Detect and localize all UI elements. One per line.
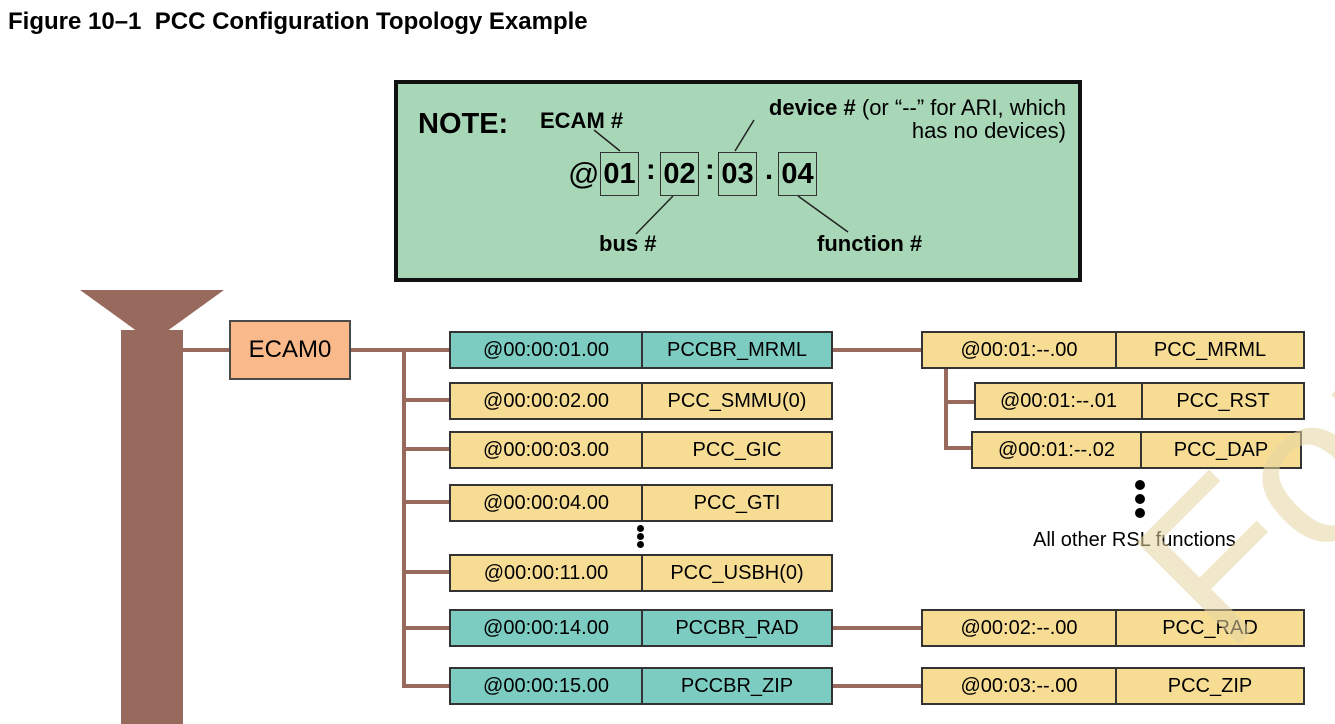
row-address: @00:03:--.00 — [960, 674, 1078, 697]
row-name: PCC_GIC — [641, 433, 831, 467]
device-row-1: @00:00:02.00 PCC_SMMU(0) — [449, 382, 833, 420]
ecam-number-label: ECAM # — [540, 108, 624, 133]
ecam-segment: 01 — [600, 152, 639, 196]
branch-line — [944, 400, 976, 404]
bus-funnel-stem — [121, 330, 183, 724]
row-name: PCC_SMMU(0) — [641, 384, 831, 418]
device-row-2: @00:00:03.00 PCC_GIC — [449, 431, 833, 469]
figure-title: Figure 10–1 PCC Configuration Topology E… — [8, 8, 588, 35]
function-row-2: @00:01:--.02 PCC_DAP — [971, 431, 1302, 469]
device-row-3: @00:00:04.00 PCC_GTI — [449, 484, 833, 522]
ellipsis-dot — [1135, 508, 1145, 518]
row-name: PCC_GTI — [641, 486, 831, 520]
branch-line — [402, 447, 451, 451]
function-row-1: @00:01:--.01 PCC_RST — [974, 382, 1305, 420]
function-number-label: function # — [817, 231, 923, 256]
row-address: @00:01:--.02 — [997, 438, 1116, 461]
row-name: PCC_RAD — [1115, 611, 1303, 645]
function-row-4: @00:03:--.00 PCC_ZIP — [921, 667, 1305, 705]
row-name: PCCBR_ZIP — [641, 669, 831, 703]
row-address: @00:00:11.00 — [483, 561, 609, 584]
ecam0-box: ECAM0 — [229, 320, 351, 380]
row-address: @00:00:14.00 — [483, 616, 609, 639]
function-segment: 04 — [778, 152, 817, 196]
branch-line — [944, 446, 974, 450]
row-address: @00:00:01.00 — [483, 338, 609, 361]
row-name: PCC_MRML — [1115, 333, 1303, 367]
device-row-4: @00:00:11.00 PCC_USBH(0) — [449, 554, 833, 592]
bridge-link-mrml — [831, 348, 923, 352]
device-segment: 03 — [718, 152, 757, 196]
separator: : — [646, 154, 656, 186]
row-name: PCC_ZIP — [1115, 669, 1303, 703]
device-row-6: @00:00:15.00 PCCBR_ZIP — [449, 667, 833, 705]
branch-line — [402, 626, 451, 630]
row-address: @00:01:--.01 — [999, 389, 1118, 412]
ellipsis-dot — [637, 533, 644, 540]
bus-segment: 02 — [660, 152, 699, 196]
row-address: @00:02:--.00 — [960, 616, 1078, 639]
left-tree-trunk — [402, 350, 406, 687]
row-name: PCC_RST — [1141, 384, 1303, 418]
row-name: PCC_USBH(0) — [641, 556, 831, 590]
separator: : — [705, 154, 715, 186]
bridge-link-rad — [831, 626, 923, 630]
branch-line — [402, 570, 451, 574]
device-row-5: @00:00:14.00 PCCBR_RAD — [449, 609, 833, 647]
device-row-0: @00:00:01.00 PCCBR_MRML — [449, 331, 833, 369]
function-row-3: @00:02:--.00 PCC_RAD — [921, 609, 1305, 647]
rsl-functions-label: All other RSL functions — [1033, 529, 1236, 551]
separator: . — [765, 154, 774, 186]
row-address: @00:01:--.00 — [960, 338, 1078, 361]
row-name: PCC_DAP — [1140, 433, 1300, 467]
note-box: NOTE: ECAM # device # (or “--” for ARI, … — [394, 80, 1082, 282]
branch-line — [402, 398, 451, 402]
function-row-0: @00:01:--.00 PCC_MRML — [921, 331, 1305, 369]
bridge-link-zip — [831, 684, 923, 688]
branch-line — [402, 500, 451, 504]
note-leader-lines — [593, 119, 849, 235]
at-symbol: @ — [568, 156, 600, 191]
row-address: @00:00:15.00 — [483, 674, 609, 697]
row-name: PCCBR_RAD — [641, 611, 831, 645]
ellipsis-dot — [1135, 494, 1145, 504]
ellipsis-dot — [637, 525, 644, 532]
device-number-label: device # (or “--” for ARI, which has no … — [768, 95, 1066, 143]
row-address: @00:00:02.00 — [483, 389, 609, 412]
ecam-to-bus-line — [183, 348, 230, 352]
row-address: @00:00:04.00 — [483, 491, 609, 514]
branch-line — [402, 684, 451, 688]
ellipsis-dot — [637, 541, 644, 548]
note-title: NOTE: — [418, 108, 509, 140]
ellipsis-dot — [1135, 480, 1145, 490]
bus-number-label: bus # — [599, 231, 657, 256]
ecam-to-rows-line — [351, 348, 451, 352]
row-name: PCCBR_MRML — [641, 333, 831, 367]
row-address: @00:00:03.00 — [483, 438, 609, 461]
right-tree-trunk — [944, 367, 948, 449]
